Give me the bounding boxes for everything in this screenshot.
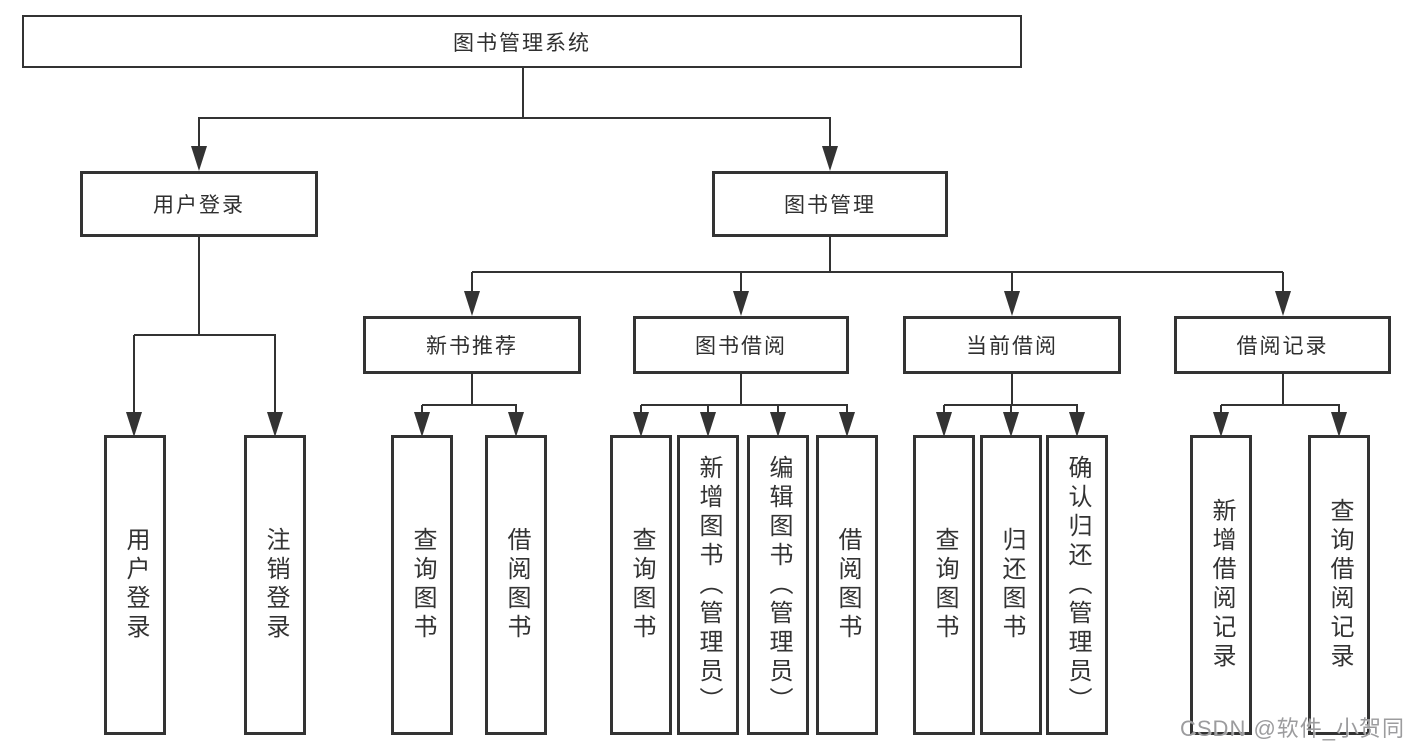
- leaf-label: 注销登录: [262, 527, 289, 643]
- node-current-borrowing: 当前借阅: [903, 316, 1121, 374]
- leaf-label: 借阅图书: [503, 527, 530, 643]
- leaf-label: 新增图书（管理员）: [695, 454, 722, 716]
- leaf-label: 借阅图书: [834, 527, 861, 643]
- leaf-label: 编辑图书（管理员）: [765, 454, 792, 716]
- leaf-query-books-current: 查询图书: [913, 435, 975, 735]
- leaf-label: 新增借阅记录: [1208, 498, 1235, 672]
- node-user-login-branch: 用户登录: [80, 171, 318, 237]
- leaf-query-borrow-record: 查询借阅记录: [1308, 435, 1370, 735]
- leaf-label: 归还图书: [998, 527, 1025, 643]
- leaf-borrow-books-recommend: 借阅图书: [485, 435, 547, 735]
- leaf-label: 查询图书: [628, 527, 655, 643]
- arrowhead-icons: [126, 146, 1347, 437]
- leaf-query-books-recommend: 查询图书: [391, 435, 453, 735]
- leaf-query-books-borrowing: 查询图书: [610, 435, 672, 735]
- node-book-management-branch: 图书管理: [712, 171, 948, 237]
- leaf-logout: 注销登录: [244, 435, 306, 735]
- leaf-add-books-admin: 新增图书（管理员）: [677, 435, 739, 735]
- node-book-borrowing: 图书借阅: [633, 316, 849, 374]
- leaf-edit-books-admin: 编辑图书（管理员）: [747, 435, 809, 735]
- node-library-management-system: 图书管理系统: [22, 15, 1022, 68]
- leaf-add-borrow-record: 新增借阅记录: [1190, 435, 1252, 735]
- node-borrowing-records: 借阅记录: [1174, 316, 1391, 374]
- node-new-book-recommend: 新书推荐: [363, 316, 581, 374]
- leaf-label: 确认归还（管理员）: [1064, 454, 1091, 716]
- watermark: CSDN @软件_小贺同学: [1180, 716, 1405, 741]
- leaf-label: 查询借阅记录: [1326, 498, 1353, 672]
- leaf-user-login: 用户登录: [104, 435, 166, 735]
- leaf-label: 查询图书: [931, 527, 958, 643]
- leaf-label: 用户登录: [122, 527, 149, 643]
- leaf-label: 查询图书: [409, 527, 436, 643]
- leaf-return-books: 归还图书: [980, 435, 1042, 735]
- leaf-borrow-books: 借阅图书: [816, 435, 878, 735]
- leaf-confirm-return-admin: 确认归还（管理员）: [1046, 435, 1108, 735]
